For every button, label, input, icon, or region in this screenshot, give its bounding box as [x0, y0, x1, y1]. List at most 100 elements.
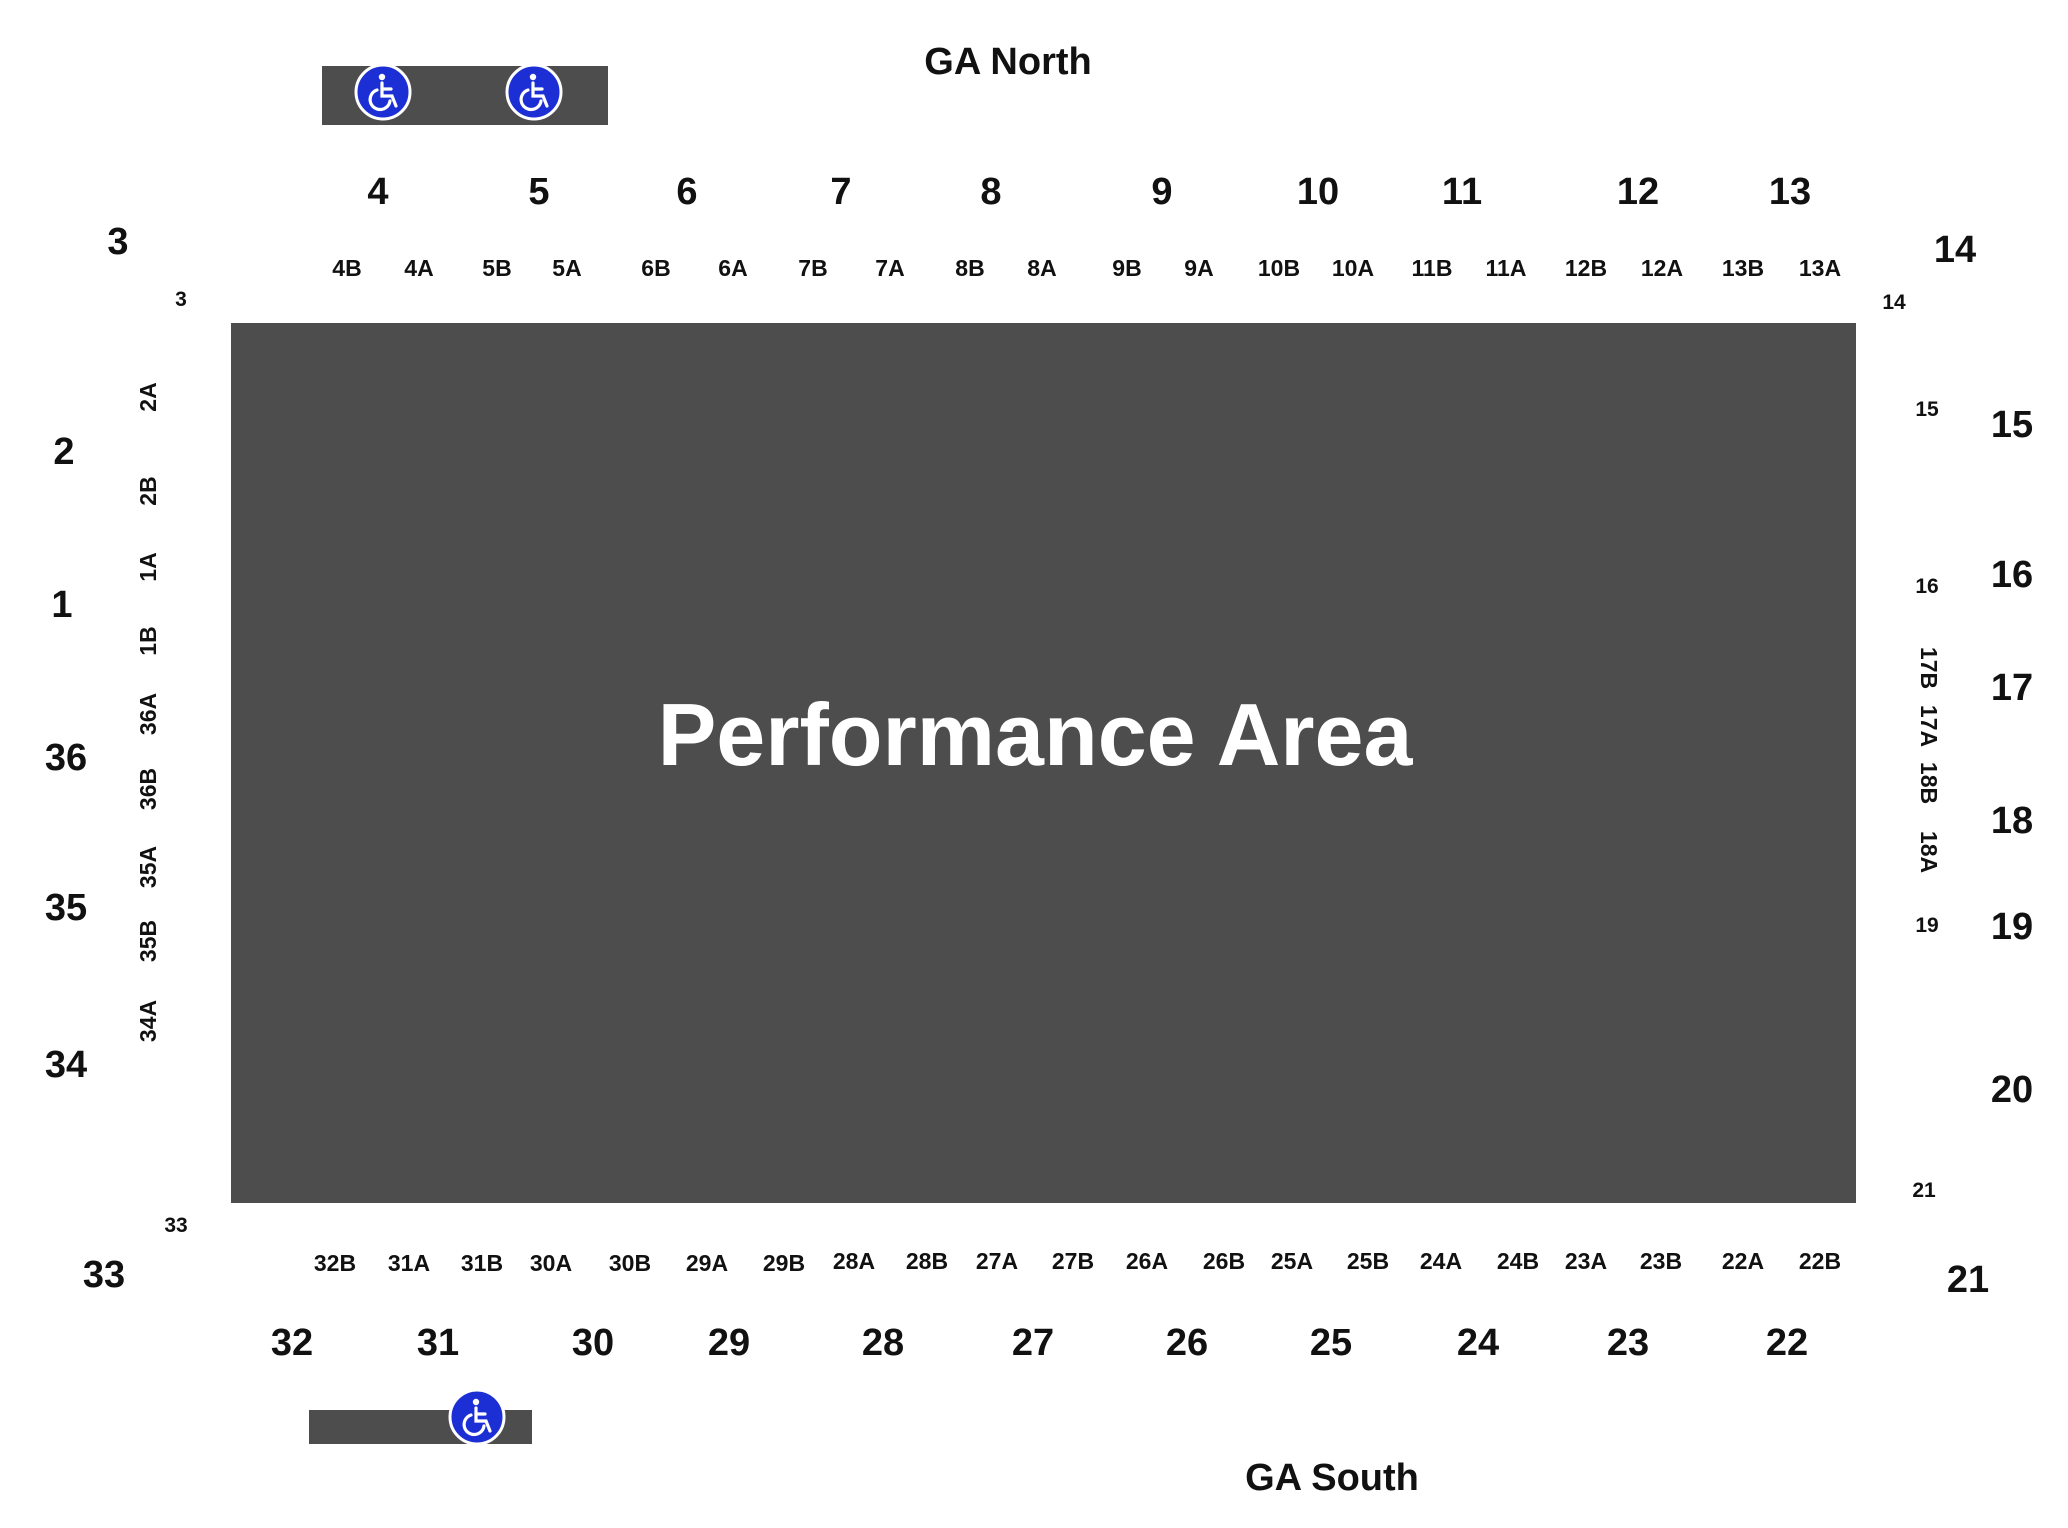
small-label-3[interactable]: 3: [175, 288, 187, 311]
row-13B[interactable]: 13B: [1722, 255, 1764, 281]
row-8B[interactable]: 8B: [955, 255, 984, 281]
section-25[interactable]: 25: [1310, 1322, 1352, 1364]
section-31[interactable]: 31: [417, 1322, 459, 1364]
row-4B[interactable]: 4B: [332, 255, 361, 281]
section-28[interactable]: 28: [862, 1322, 904, 1364]
small-label-16[interactable]: 16: [1915, 575, 1938, 598]
section-18[interactable]: 18: [1991, 800, 2033, 842]
row-2A[interactable]: 2A: [135, 382, 161, 411]
row-36B[interactable]: 36B: [135, 768, 161, 810]
row-35A[interactable]: 35A: [135, 846, 161, 888]
row-10B[interactable]: 10B: [1258, 255, 1300, 281]
row-34A[interactable]: 34A: [135, 1000, 161, 1042]
section-13[interactable]: 13: [1769, 171, 1811, 213]
small-label-15[interactable]: 15: [1915, 398, 1939, 421]
section-11[interactable]: 11: [1442, 171, 1482, 213]
row-32B[interactable]: 32B: [314, 1250, 356, 1276]
section-24[interactable]: 24: [1457, 1322, 1499, 1364]
section-6[interactable]: 6: [676, 171, 697, 213]
row-23A[interactable]: 23A: [1565, 1248, 1607, 1274]
row-6B[interactable]: 6B: [641, 255, 670, 281]
row-11A[interactable]: 11A: [1486, 255, 1527, 281]
section-17[interactable]: 17: [1991, 667, 2033, 709]
section-12[interactable]: 12: [1617, 171, 1659, 213]
row-22A[interactable]: 22A: [1722, 1248, 1764, 1274]
row-5A[interactable]: 5A: [552, 255, 581, 281]
section-32[interactable]: 32: [271, 1322, 313, 1364]
row-10A[interactable]: 10A: [1332, 255, 1374, 281]
row-9B[interactable]: 9B: [1112, 255, 1141, 281]
section-4[interactable]: 4: [367, 171, 388, 213]
row-29B[interactable]: 29B: [763, 1250, 805, 1276]
section-27[interactable]: 27: [1012, 1322, 1054, 1364]
small-label-33[interactable]: 33: [164, 1214, 187, 1237]
row-17A[interactable]: 17A: [1916, 705, 1942, 747]
section-5[interactable]: 5: [528, 171, 549, 213]
section-22[interactable]: 22: [1766, 1322, 1808, 1364]
row-24B[interactable]: 24B: [1497, 1248, 1539, 1274]
row-31B[interactable]: 31B: [461, 1250, 503, 1276]
row-29A[interactable]: 29A: [686, 1250, 728, 1276]
section-14[interactable]: 14: [1934, 229, 1976, 271]
row-12B[interactable]: 12B: [1565, 255, 1607, 281]
row-5B[interactable]: 5B: [482, 255, 511, 281]
section-9[interactable]: 9: [1151, 171, 1172, 213]
row-27A[interactable]: 27A: [976, 1248, 1018, 1274]
row-7A[interactable]: 7A: [875, 255, 904, 281]
section-33[interactable]: 33: [83, 1254, 125, 1296]
section-20[interactable]: 20: [1991, 1069, 2033, 1111]
row-30B[interactable]: 30B: [609, 1250, 651, 1276]
section-15[interactable]: 15: [1991, 404, 2033, 446]
row-2B[interactable]: 2B: [135, 476, 161, 505]
row-1A[interactable]: 1A: [135, 552, 161, 581]
row-9A[interactable]: 9A: [1184, 255, 1213, 281]
row-7B[interactable]: 7B: [798, 255, 827, 281]
ga-north-label[interactable]: GA North: [924, 41, 1091, 83]
row-36A[interactable]: 36A: [135, 693, 161, 735]
row-8A[interactable]: 8A: [1027, 255, 1056, 281]
row-31A[interactable]: 31A: [388, 1250, 430, 1276]
section-35[interactable]: 35: [45, 887, 87, 929]
row-25B[interactable]: 25B: [1347, 1248, 1389, 1274]
row-30A[interactable]: 30A: [530, 1250, 572, 1276]
section-3[interactable]: 3: [107, 221, 128, 263]
row-26A[interactable]: 26A: [1126, 1248, 1168, 1274]
row-6A[interactable]: 6A: [718, 255, 747, 281]
row-11B[interactable]: 11B: [1412, 255, 1453, 281]
row-27B[interactable]: 27B: [1052, 1248, 1094, 1274]
section-2[interactable]: 2: [53, 431, 74, 473]
row-13A[interactable]: 13A: [1799, 255, 1841, 281]
section-7[interactable]: 7: [830, 171, 851, 213]
row-23B[interactable]: 23B: [1640, 1248, 1682, 1274]
performance-area[interactable]: [231, 323, 1856, 1203]
small-label-19[interactable]: 19: [1915, 914, 1938, 937]
row-1B[interactable]: 1B: [135, 626, 161, 655]
row-26B[interactable]: 26B: [1203, 1248, 1245, 1274]
section-8[interactable]: 8: [980, 171, 1001, 213]
small-label-14[interactable]: 14: [1882, 291, 1906, 314]
section-1[interactable]: 1: [51, 584, 72, 626]
row-22B[interactable]: 22B: [1799, 1248, 1841, 1274]
row-35B[interactable]: 35B: [135, 920, 161, 962]
row-28A[interactable]: 28A: [833, 1248, 875, 1274]
row-12A[interactable]: 12A: [1641, 255, 1683, 281]
small-label-21[interactable]: 21: [1912, 1179, 1936, 1202]
row-18B[interactable]: 18B: [1916, 762, 1942, 804]
section-16[interactable]: 16: [1991, 554, 2033, 596]
section-29[interactable]: 29: [708, 1322, 750, 1364]
row-24A[interactable]: 24A: [1420, 1248, 1462, 1274]
row-18A[interactable]: 18A: [1916, 831, 1942, 873]
section-34[interactable]: 34: [45, 1044, 87, 1086]
ga-south-label[interactable]: GA South: [1245, 1457, 1419, 1499]
section-36[interactable]: 36: [45, 737, 87, 779]
row-4A[interactable]: 4A: [404, 255, 433, 281]
section-30[interactable]: 30: [572, 1322, 614, 1364]
section-26[interactable]: 26: [1166, 1322, 1208, 1364]
row-17B[interactable]: 17B: [1916, 647, 1942, 689]
section-10[interactable]: 10: [1297, 171, 1339, 213]
section-21[interactable]: 21: [1947, 1259, 1989, 1301]
row-25A[interactable]: 25A: [1271, 1248, 1313, 1274]
row-28B[interactable]: 28B: [906, 1248, 948, 1274]
section-19[interactable]: 19: [1991, 906, 2033, 948]
section-23[interactable]: 23: [1607, 1322, 1649, 1364]
